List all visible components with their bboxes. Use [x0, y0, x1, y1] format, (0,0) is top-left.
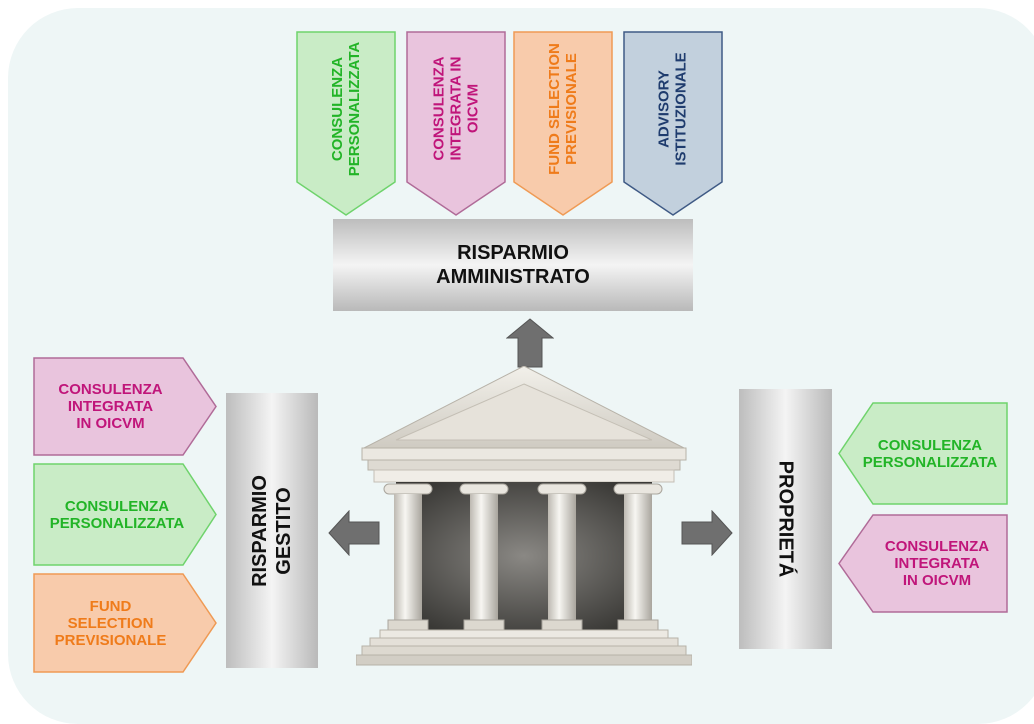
pentagon-shape [406, 31, 506, 216]
pentagon-shape [513, 31, 613, 216]
pentagon-shape [838, 402, 1008, 505]
bar-title-line2: AMMINISTRATO [436, 266, 590, 288]
pentagon-shape [33, 573, 217, 673]
bar-shape [739, 389, 832, 649]
pentagon-shape [296, 31, 396, 216]
bar-title-line1: RISPARMIO [249, 474, 272, 587]
bar-title: PROPRIETÁ [774, 460, 797, 578]
pentagon-shape [623, 31, 723, 216]
pentagon-shape [33, 463, 217, 566]
bar-title-line2: GESTITO [273, 486, 296, 575]
pentagon-shape [838, 514, 1008, 613]
bar-shape [333, 219, 693, 311]
arrow-left-icon [328, 510, 380, 556]
bank-building-icon [356, 366, 692, 666]
arrow-up-icon [506, 318, 554, 368]
bar-title-line1: RISPARMIO [457, 242, 569, 264]
arrow-right-icon [681, 510, 733, 556]
pentagon-shape [33, 357, 217, 456]
bar-shape [226, 393, 318, 668]
proprieta-bar: PROPRIETÁ [739, 389, 832, 649]
